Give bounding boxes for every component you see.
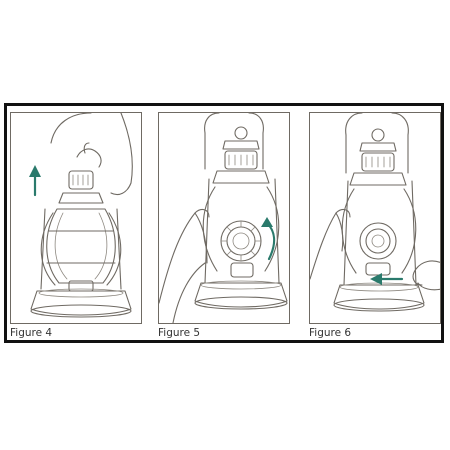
up-arrow-icon [29,165,41,197]
curved-arrow-icon [261,217,276,261]
left-arrow-icon [370,273,404,285]
figure-6-illustration [310,113,440,312]
figure-4-caption: Figure 4 [10,327,53,339]
figure-5-illustration [159,113,288,323]
figure-4-panel [10,112,142,324]
figure-6-caption: Figure 6 [309,327,352,339]
instruction-figure-frame: Figure 4 Figure 5 Figure 6 [4,103,444,343]
figure-5-caption: Figure 5 [158,327,201,339]
figure-4-illustration [29,113,133,318]
figure-6-panel [309,112,441,324]
figure-5-panel [158,112,290,324]
